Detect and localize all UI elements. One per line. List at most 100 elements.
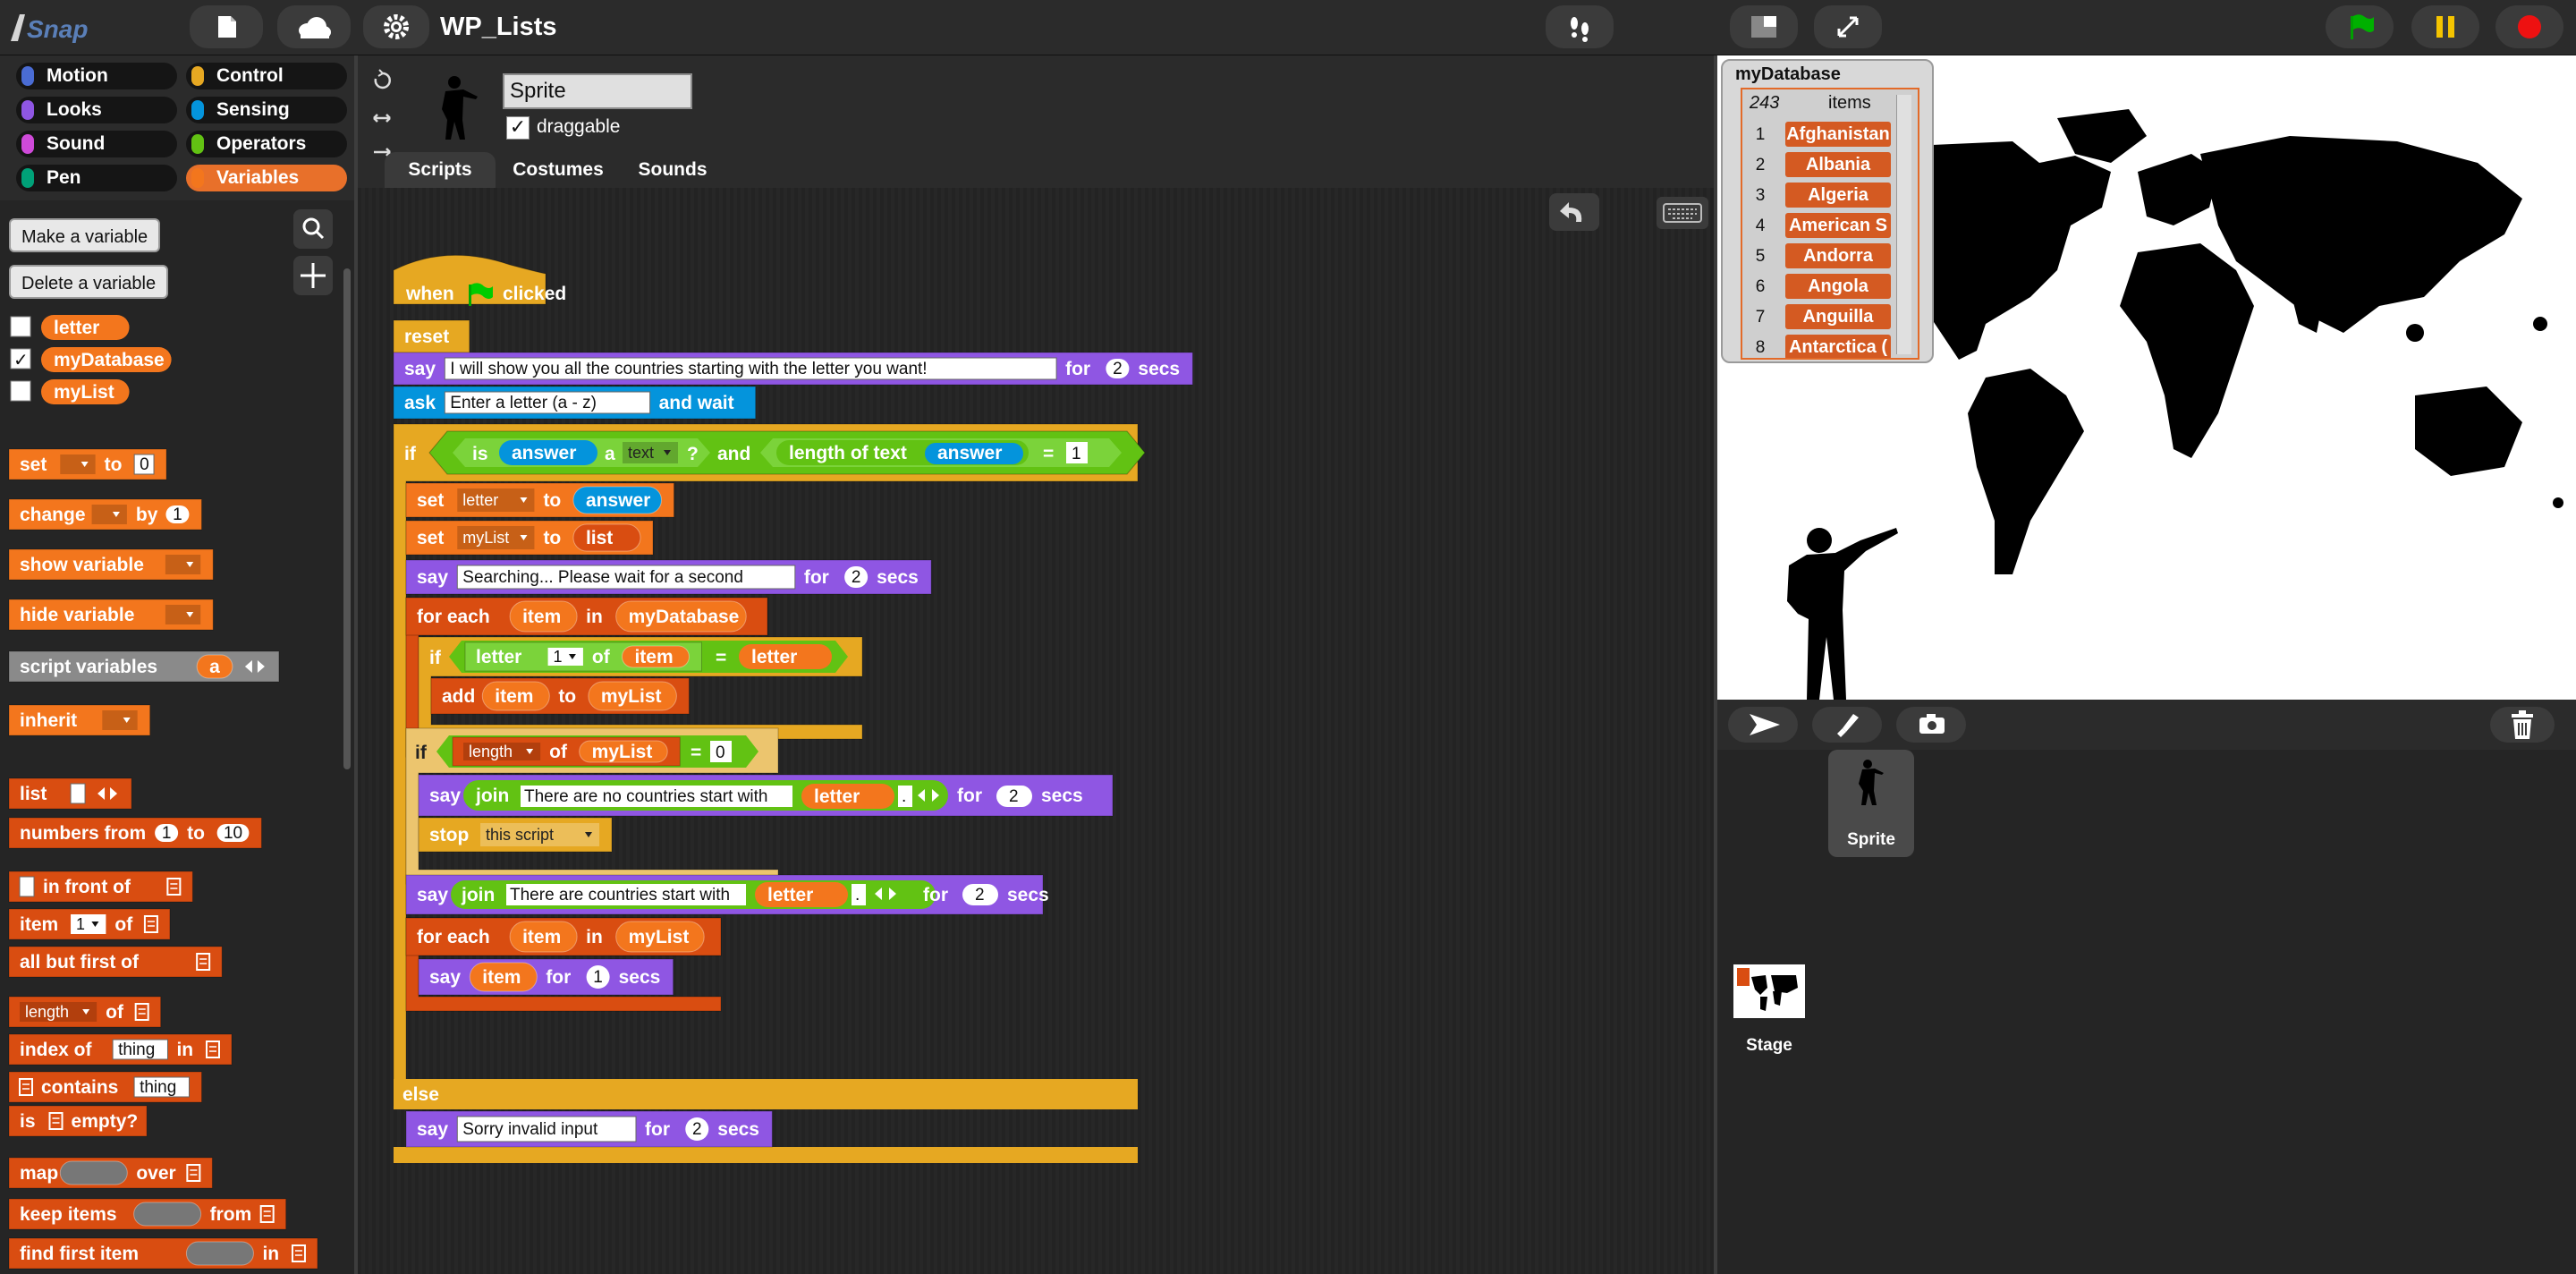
- dropdown-slot[interactable]: [480, 823, 599, 846]
- left-right-icon[interactable]: [373, 114, 391, 123]
- stage[interactable]: [1717, 55, 2576, 700]
- in-front-of-block[interactable]: in front of: [8, 871, 193, 903]
- show-variable-block[interactable]: show variable: [8, 548, 214, 581]
- camera-sprite-button[interactable]: [1896, 707, 1966, 743]
- number-slot[interactable]: [710, 741, 732, 762]
- reporter-block[interactable]: [509, 921, 578, 953]
- text-slot[interactable]: [112, 1039, 168, 1060]
- stage-size-button[interactable]: [1730, 5, 1798, 48]
- category-pen[interactable]: Pen: [16, 165, 177, 191]
- watcher-row-value[interactable]: Antarctica (: [1785, 335, 1891, 358]
- all-but-first-block[interactable]: all but first of: [8, 946, 223, 978]
- number-slot[interactable]: [844, 566, 869, 588]
- text-slot[interactable]: [19, 876, 35, 897]
- arrows-icon[interactable]: [875, 888, 896, 900]
- stage-corral-item[interactable]: [1733, 964, 1805, 1018]
- stop-button[interactable]: [2496, 5, 2563, 48]
- rotate-icon[interactable]: [374, 69, 391, 89]
- category-operators[interactable]: Operators: [186, 131, 347, 157]
- number-slot[interactable]: [962, 884, 998, 905]
- variable-checkbox[interactable]: [10, 380, 31, 402]
- watcher-row-value[interactable]: Afghanistan: [1785, 122, 1891, 147]
- text-slot[interactable]: [456, 565, 796, 590]
- tab-scripts[interactable]: Scripts: [385, 152, 496, 188]
- trash-button[interactable]: [2490, 707, 2555, 743]
- number-slot[interactable]: [586, 965, 610, 989]
- dropdown-slot[interactable]: [91, 505, 127, 524]
- dropdown-slot[interactable]: [165, 555, 201, 574]
- tab-sounds[interactable]: Sounds: [638, 159, 708, 180]
- watcher-row-value[interactable]: Albania: [1785, 152, 1891, 177]
- reporter-block[interactable]: [59, 1160, 128, 1185]
- reporter-block[interactable]: [133, 1202, 202, 1227]
- text-slot[interactable]: [456, 1116, 637, 1142]
- answer-reporter[interactable]: [499, 440, 597, 465]
- reporter-block[interactable]: [572, 486, 663, 514]
- variable-reporter[interactable]: [41, 379, 130, 404]
- number-slot[interactable]: [685, 1117, 709, 1141]
- reporter-block[interactable]: [579, 740, 668, 763]
- snap-logo[interactable]: Snap!: [7, 7, 97, 48]
- number-slot[interactable]: [996, 786, 1032, 807]
- hide-variable-block[interactable]: hide variable: [8, 599, 214, 631]
- number-slot[interactable]: [155, 824, 179, 842]
- sprite-on-stage-icon[interactable]: [1762, 521, 1923, 700]
- reporter-block[interactable]: [615, 600, 747, 633]
- stage-divider[interactable]: [1714, 55, 1717, 1274]
- map-block[interactable]: map over: [8, 1157, 213, 1189]
- category-control[interactable]: Control: [186, 63, 347, 89]
- reporter-block[interactable]: [196, 654, 233, 679]
- number-slot[interactable]: [1106, 359, 1130, 378]
- list-reporter-block[interactable]: list: [8, 777, 132, 810]
- reporter-block[interactable]: [572, 523, 641, 552]
- letter-reporter[interactable]: [739, 644, 832, 669]
- tab-costumes[interactable]: Costumes: [513, 159, 604, 180]
- reporter-block[interactable]: [615, 921, 705, 953]
- draggable-checkbox[interactable]: ✓: [506, 116, 530, 140]
- palette-divider[interactable]: [354, 55, 358, 1274]
- reporter-block[interactable]: [588, 681, 677, 711]
- text-slot[interactable]: [70, 783, 86, 804]
- palette-search-button[interactable]: [293, 209, 333, 249]
- arrows-icon[interactable]: [97, 787, 118, 800]
- variable-reporter[interactable]: [41, 315, 130, 340]
- watcher-row-value[interactable]: Algeria: [1785, 183, 1891, 208]
- delete-variable-button[interactable]: Delete a variable: [9, 265, 169, 299]
- answer-reporter[interactable]: [925, 443, 1023, 464]
- reporter-block[interactable]: [185, 1241, 254, 1266]
- letter-reporter[interactable]: [801, 784, 894, 809]
- unused-blocks-button[interactable]: [1546, 5, 1614, 48]
- rotation-style-buttons[interactable]: [370, 66, 394, 165]
- reporter-block[interactable]: [481, 681, 550, 711]
- reporter-block[interactable]: [509, 600, 578, 633]
- watcher-scrollbar[interactable]: [1896, 95, 1911, 354]
- dropdown-slot[interactable]: [20, 1002, 97, 1022]
- file-button[interactable]: [190, 5, 263, 48]
- arrows-icon[interactable]: [244, 660, 265, 673]
- settings-button[interactable]: [363, 5, 429, 48]
- sprite-corral-item[interactable]: Sprite: [1828, 750, 1914, 857]
- add-turtle-sprite-button[interactable]: [1728, 707, 1798, 743]
- arrows-icon[interactable]: [918, 789, 939, 802]
- number-slot[interactable]: [165, 505, 190, 523]
